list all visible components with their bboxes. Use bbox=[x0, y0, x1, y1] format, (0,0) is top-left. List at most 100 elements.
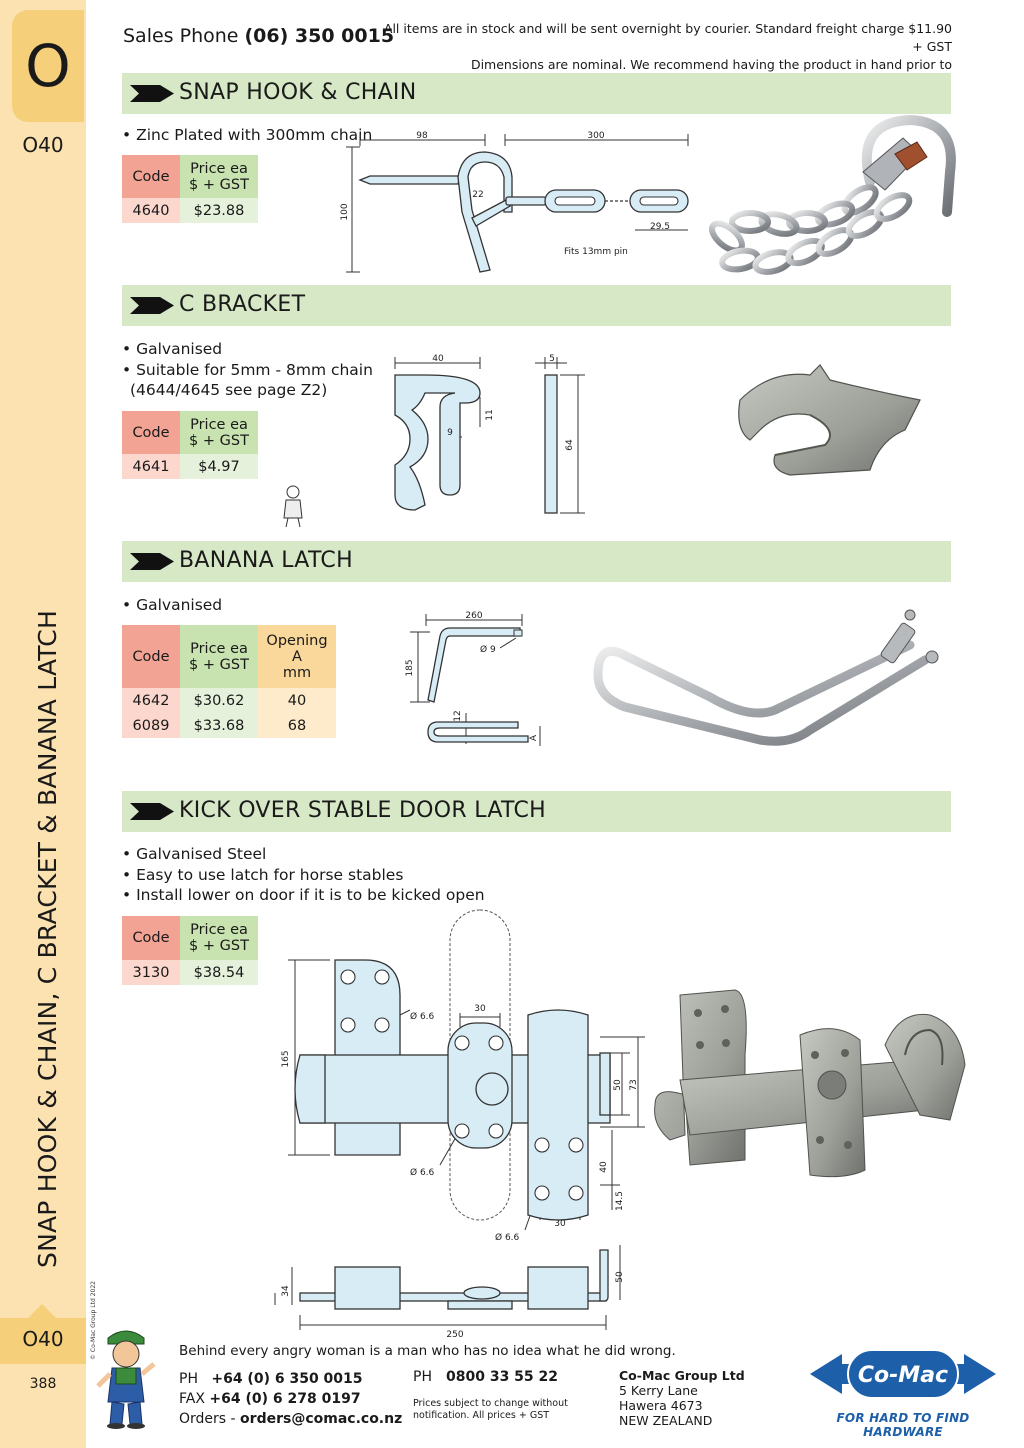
bullet-item: • Galvanised bbox=[122, 596, 223, 614]
company-name: Co-Mac Group Ltd bbox=[619, 1368, 745, 1383]
stock-notice: All items are in stock and will be sent … bbox=[380, 20, 952, 92]
c-bracket-diagram: 40 5 11 9 64 bbox=[394, 354, 585, 514]
table-row: 3130 $38.54 bbox=[122, 960, 258, 985]
c-bracket-photo bbox=[738, 364, 921, 476]
col-header-price: Price ea$ + GST bbox=[180, 411, 258, 454]
svg-text:12: 12 bbox=[453, 710, 463, 721]
side-tab-column bbox=[0, 0, 86, 1448]
tab-notch bbox=[28, 1304, 56, 1318]
svg-text:185: 185 bbox=[405, 659, 415, 676]
col-header-price: Price ea$ + GST bbox=[180, 625, 258, 688]
svg-text:14.5: 14.5 bbox=[615, 1191, 625, 1211]
section-bar-c-bracket: C BRACKET bbox=[122, 285, 951, 326]
svg-text:50: 50 bbox=[613, 1079, 623, 1091]
section-bar-snap-hook: SNAP HOOK & CHAIN bbox=[122, 73, 951, 114]
kick-over-latch-photo bbox=[654, 989, 966, 1178]
snap-hook-photo bbox=[709, 114, 956, 275]
svg-text:260: 260 bbox=[465, 611, 482, 621]
col-header-code: Code bbox=[122, 155, 180, 198]
mascot-icon bbox=[96, 1330, 156, 1429]
svg-text:11: 11 bbox=[485, 409, 495, 420]
svg-text:50: 50 bbox=[615, 1271, 625, 1283]
phone-number[interactable]: +64 (0) 6 350 0015 bbox=[211, 1371, 363, 1387]
cell-price: $38.54 bbox=[180, 960, 258, 985]
cell-price: $33.68 bbox=[180, 713, 258, 738]
svg-text:Co-Mac: Co-Mac bbox=[858, 1363, 948, 1388]
svg-text:30: 30 bbox=[554, 1219, 566, 1229]
arrow-right-icon bbox=[130, 297, 174, 314]
svg-text:300: 300 bbox=[587, 131, 604, 141]
orders-email-link[interactable]: orders@comac.co.nz bbox=[240, 1411, 403, 1427]
section-bar-kick-over-latch: KICK OVER STABLE DOOR LATCH bbox=[122, 791, 951, 832]
mascot-small-icon bbox=[283, 485, 303, 528]
arrow-right-icon bbox=[130, 85, 174, 102]
arrow-right-icon bbox=[130, 553, 174, 570]
cell-price: $4.97 bbox=[180, 454, 258, 479]
table-row: 6089 $33.68 68 bbox=[122, 713, 336, 738]
svg-text:22: 22 bbox=[472, 190, 483, 200]
svg-text:34: 34 bbox=[281, 1285, 291, 1297]
col-header-code: Code bbox=[122, 916, 180, 960]
bullet-item: • Suitable for 5mm - 8mm chain bbox=[122, 360, 373, 379]
notice-line-1: All items are in stock and will be sent … bbox=[383, 21, 952, 54]
cell-price: $30.62 bbox=[180, 688, 258, 713]
brand-tagline: FOR HARD TO FIND HARDWARE bbox=[836, 1411, 970, 1439]
svg-text:Ø 6.6: Ø 6.6 bbox=[410, 1167, 435, 1178]
freephone-number[interactable]: 0800 33 55 22 bbox=[445, 1369, 559, 1385]
cell-code: 4640 bbox=[122, 198, 180, 223]
price-note: Prices subject to change without notific… bbox=[413, 1398, 568, 1421]
sales-phone-number[interactable]: (06) 350 0015 bbox=[244, 25, 395, 47]
section-title: BANANA LATCH bbox=[179, 548, 353, 573]
bullet-item: • Galvanised bbox=[122, 340, 223, 358]
svg-text:64: 64 bbox=[565, 439, 575, 451]
cell-code: 6089 bbox=[122, 713, 180, 738]
company-address: Co-Mac Group Ltd 5 Kerry Lane Hawera 467… bbox=[619, 1368, 745, 1428]
section-title: C BRACKET bbox=[179, 292, 306, 317]
banana-latch-photo bbox=[593, 609, 939, 746]
section-code-top: O40 bbox=[22, 133, 64, 157]
comac-logo-icon[interactable]: Co-Mac bbox=[806, 1346, 1000, 1402]
svg-text:30: 30 bbox=[474, 1004, 486, 1014]
bullet-item: • Galvanised Steel bbox=[122, 845, 267, 863]
bullet-list: • Galvanised • Suitable for 5mm - 8mm ch… bbox=[122, 339, 373, 401]
table-row: 4642 $30.62 40 bbox=[122, 688, 336, 713]
svg-text:Ø 6.6: Ø 6.6 bbox=[495, 1232, 520, 1243]
arrow-right-icon bbox=[130, 803, 174, 820]
svg-text:40: 40 bbox=[432, 354, 444, 364]
cell-opening: 68 bbox=[258, 713, 336, 738]
svg-text:73: 73 bbox=[629, 1079, 639, 1090]
svg-text:Ø 9: Ø 9 bbox=[480, 644, 496, 655]
sales-phone: Sales Phone(06) 350 0015 bbox=[123, 25, 394, 47]
footer-contacts: PH +64 (0) 6 350 0015 FAX +64 (0) 6 278 … bbox=[179, 1371, 403, 1427]
cell-code: 3130 bbox=[122, 960, 180, 985]
page-number: 388 bbox=[29, 1376, 57, 1392]
col-header-price: Price ea$ + GST bbox=[180, 155, 258, 198]
bullet-item: (4644/4645 see page Z2) bbox=[130, 381, 328, 399]
bullet-list: • Galvanised Steel • Easy to use latch f… bbox=[122, 844, 485, 906]
svg-text:165: 165 bbox=[281, 1050, 291, 1067]
svg-text:A: A bbox=[529, 734, 539, 741]
table-row: 4641 $4.97 bbox=[122, 454, 258, 479]
bullet-item: • Install lower on door if it is to be k… bbox=[122, 886, 485, 904]
section-title: KICK OVER STABLE DOOR LATCH bbox=[179, 798, 546, 823]
vertical-page-title: SNAP HOOK & CHAIN, C BRACKET & BANANA LA… bbox=[33, 610, 62, 1268]
section-tab bbox=[12, 10, 84, 122]
svg-text:250: 250 bbox=[446, 1330, 463, 1340]
section-title: SNAP HOOK & CHAIN bbox=[179, 80, 417, 105]
bullet-list: • Zinc Plated with 300mm chain bbox=[122, 125, 372, 146]
price-table: Code Price ea$ + GST 4640 $23.88 bbox=[122, 155, 258, 223]
svg-text:Ø 6.6: Ø 6.6 bbox=[410, 1011, 435, 1022]
cell-code: 4641 bbox=[122, 454, 180, 479]
table-row: 4640 $23.88 bbox=[122, 198, 258, 223]
section-bar-banana-latch: BANANA LATCH bbox=[122, 541, 951, 582]
sales-phone-label: Sales Phone bbox=[123, 25, 239, 47]
svg-text:100: 100 bbox=[340, 203, 350, 220]
bullet-item: • Zinc Plated with 300mm chain bbox=[122, 126, 373, 144]
price-table: Code Price ea$ + GST 3130 $38.54 bbox=[122, 916, 258, 985]
fax-number: +64 (0) 6 278 0197 bbox=[209, 1391, 361, 1407]
svg-text:40: 40 bbox=[599, 1161, 609, 1173]
footer-quote: Behind every angry woman is a man who ha… bbox=[179, 1343, 676, 1359]
col-header-code: Code bbox=[122, 625, 180, 688]
